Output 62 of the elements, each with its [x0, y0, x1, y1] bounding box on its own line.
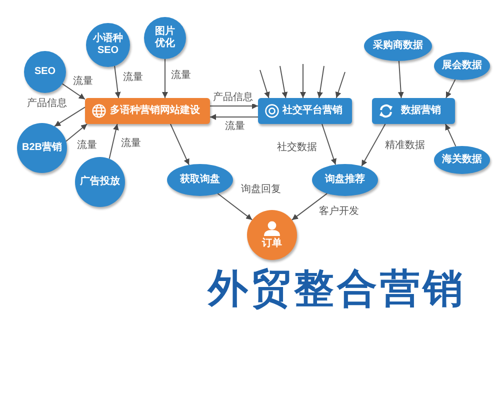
marketing-box [85, 98, 210, 124]
arrow [280, 66, 288, 98]
channel-circle [86, 23, 130, 67]
node-label: 小语种SEO [92, 33, 124, 57]
node-label: 获取询盘 [180, 174, 220, 186]
channel-circle [75, 157, 125, 207]
arrow [300, 64, 306, 98]
node-label: 社交平台营销 [281, 105, 344, 117]
edge-label: 客户开发 [318, 206, 360, 218]
inquiry-ellipse [312, 164, 378, 196]
data-ellipse [434, 146, 490, 174]
edge-label: 流量 [72, 76, 94, 88]
title: 外贸整合营销 [208, 266, 466, 312]
channel-circle [24, 51, 66, 93]
arrow [317, 66, 324, 98]
inquiry-ellipse [167, 164, 233, 196]
edge-label: 流量 [224, 121, 246, 133]
arrow [54, 106, 86, 127]
node-label: 广告投放 [80, 176, 120, 188]
arrow [445, 124, 456, 147]
arrow [322, 124, 336, 166]
marketing-box [258, 98, 352, 124]
order-circle [247, 210, 297, 260]
arrow [398, 60, 404, 98]
arrow [291, 192, 328, 220]
node-label: B2B营销 [22, 142, 62, 154]
edge-label: 流量 [76, 140, 98, 152]
edge-label: 询盘回复 [240, 184, 282, 196]
edge-label: 精准数据 [384, 140, 426, 152]
node-label: 海关数据 [442, 154, 482, 166]
marketing-box [372, 98, 455, 124]
node-label: 询盘推荐 [325, 174, 365, 186]
arrow [210, 103, 258, 109]
arrow [114, 66, 121, 98]
arrow [162, 58, 168, 98]
arrow [361, 124, 386, 167]
arrow [108, 124, 119, 160]
arrow [335, 72, 346, 98]
node-label: 多语种营销网站建设 [109, 105, 201, 117]
node-label: 订单 [262, 238, 282, 250]
edge-label: 社交数据 [276, 142, 318, 154]
arrow [62, 83, 86, 100]
node-label: SEO [34, 66, 56, 78]
channel-circle [17, 123, 67, 173]
edge-label: 流量 [122, 72, 144, 84]
node-label: 展会数据 [442, 60, 482, 72]
node-label: 数据营销 [400, 105, 442, 117]
data-ellipse [364, 31, 432, 61]
arrow [170, 124, 190, 166]
edge-label: 流量 [120, 138, 142, 150]
edge-label: 产品信息 [26, 98, 68, 110]
arrow [260, 70, 270, 98]
arrow [66, 124, 88, 142]
node-label: 图片优化 [154, 26, 176, 50]
channel-circle [144, 17, 186, 59]
arrow [210, 114, 258, 120]
data-ellipse [434, 52, 490, 80]
arrow [217, 193, 253, 220]
edge-label: 产品信息 [212, 92, 254, 104]
edge-label: 流量 [170, 70, 192, 82]
arrow [446, 79, 456, 98]
node-label: 采购商数据 [373, 40, 423, 52]
